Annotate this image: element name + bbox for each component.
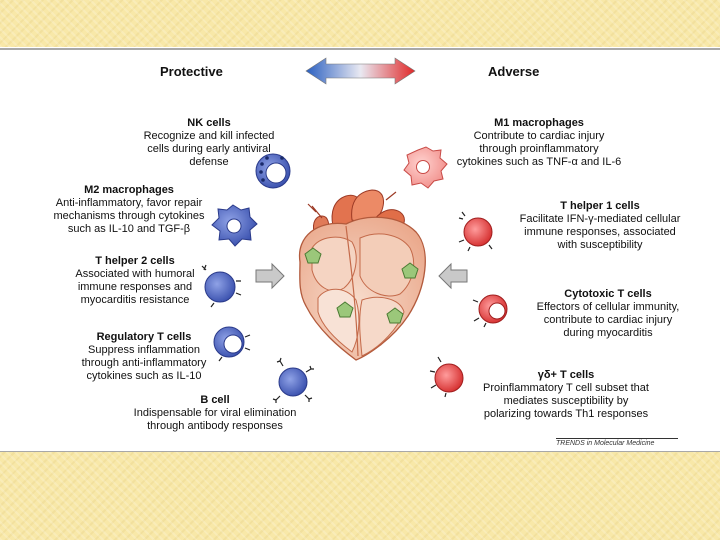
th2-cells-line-3: myocarditis resistance bbox=[80, 294, 190, 306]
cytotoxic-t-cell-icon bbox=[472, 294, 508, 328]
treg-cells-title: Regulatory T cells bbox=[96, 331, 192, 343]
source-label: TRENDS in Molecular Medicine bbox=[556, 440, 655, 447]
m2-macrophages-line-2: mechanisms through cytokines bbox=[53, 210, 205, 222]
gamma-delta-t-cells-line-2: mediates susceptibility by bbox=[503, 395, 629, 407]
th2-cells-line-2: immune responses and bbox=[77, 281, 193, 293]
divider-top bbox=[0, 48, 720, 50]
cytotoxic-t-cells-title: Cytotoxic T cells bbox=[564, 288, 652, 300]
treg-cells-line-2: through anti-inflammatory bbox=[81, 357, 207, 369]
th1-cells-title: T helper 1 cells bbox=[560, 200, 640, 212]
nk-cells-label: NK cells Recognize and kill infected cel… bbox=[120, 117, 298, 169]
virus-icon bbox=[336, 301, 354, 318]
m2-macrophages-line-1: Anti-inflammatory, favor repair bbox=[55, 197, 203, 209]
th1-cells-line-3: with susceptibility bbox=[557, 239, 643, 251]
treg-cells-label: Regulatory T cells Suppress inflammation… bbox=[60, 331, 228, 383]
m2-macrophage-icon bbox=[211, 204, 258, 247]
decorative-band-top bbox=[0, 0, 720, 47]
cytotoxic-t-cells-label: Cytotoxic T cells Effectors of cellular … bbox=[510, 288, 706, 340]
protective-heading: Protective bbox=[160, 64, 223, 79]
treg-cells-line-3: cytokines such as IL-10 bbox=[86, 370, 202, 382]
virus-icon bbox=[401, 262, 419, 279]
treg-cell-icon bbox=[213, 326, 251, 362]
b-cell-line-2: through antibody responses bbox=[147, 420, 283, 432]
nk-cell-icon bbox=[255, 153, 291, 189]
m2-macrophages-title: M2 macrophages bbox=[84, 184, 174, 196]
b-cell-line-1: Indispensable for viral elimination bbox=[133, 407, 297, 419]
th2-cells-line-1: Associated with humoral bbox=[75, 268, 195, 280]
cytotoxic-t-cells-line-3: during myocarditis bbox=[563, 327, 653, 339]
m1-macrophages-label: M1 macrophages Contribute to cardiac inj… bbox=[444, 117, 634, 169]
gray-arrow-left-icon bbox=[255, 262, 285, 290]
m2-macrophages-line-3: such as IL-10 and TGF-β bbox=[67, 223, 191, 235]
gray-arrow-right-icon bbox=[438, 262, 468, 290]
nk-cells-title: NK cells bbox=[187, 117, 231, 129]
cytotoxic-t-cells-line-1: Effectors of cellular immunity, bbox=[536, 301, 680, 313]
th1-cell-icon bbox=[458, 211, 493, 252]
th2-cells-label: T helper 2 cells Associated with humoral… bbox=[50, 255, 220, 307]
adverse-heading: Adverse bbox=[488, 64, 540, 79]
gamma-delta-t-cells-line-1: Proinflammatory T cell subset that bbox=[483, 382, 649, 394]
m1-macrophages-line-3: cytokines such as TNF-α and IL-6 bbox=[456, 156, 622, 168]
m1-macrophages-title: M1 macrophages bbox=[494, 117, 584, 129]
gamma-delta-t-cell-icon bbox=[429, 356, 464, 398]
m1-macrophages-line-1: Contribute to cardiac injury bbox=[473, 130, 605, 142]
th1-cells-line-1: Facilitate IFN-γ-mediated cellular bbox=[519, 213, 681, 225]
gamma-delta-t-cells-title: γδ+ T cells bbox=[537, 369, 595, 381]
virus-icon bbox=[386, 307, 404, 324]
b-cell-icon bbox=[272, 357, 314, 403]
m2-macrophages-label: M2 macrophages Anti-inflammatory, favor … bbox=[40, 184, 218, 236]
double-arrow-icon bbox=[305, 57, 416, 85]
heart-icon bbox=[298, 189, 426, 361]
virus-icon bbox=[304, 247, 322, 264]
decorative-band-bottom bbox=[0, 452, 720, 540]
cytotoxic-t-cells-line-2: contribute to cardiac injury bbox=[543, 314, 673, 326]
th1-cells-label: T helper 1 cells Facilitate IFN-γ-mediat… bbox=[500, 200, 700, 252]
nk-cells-line-3: defense bbox=[189, 156, 229, 168]
source-rule bbox=[556, 438, 678, 439]
gamma-delta-t-cells-line-3: polarizing towards Th1 responses bbox=[483, 408, 649, 420]
b-cell-label: B cell Indispensable for viral eliminati… bbox=[112, 394, 318, 433]
th2-cell-icon bbox=[201, 264, 242, 308]
b-cell-title: B cell bbox=[200, 394, 230, 406]
m1-macrophages-line-2: through proinflammatory bbox=[479, 143, 599, 155]
treg-cells-line-1: Suppress inflammation bbox=[88, 344, 200, 356]
th1-cells-line-2: immune responses, associated bbox=[524, 226, 676, 238]
gamma-delta-t-cells-label: γδ+ T cells Proinflammatory T cell subse… bbox=[466, 369, 666, 421]
th2-cells-title: T helper 2 cells bbox=[95, 255, 175, 267]
nk-cells-line-2: cells during early antiviral bbox=[147, 143, 271, 155]
m1-macrophage-icon bbox=[403, 146, 448, 189]
nk-cells-line-1: Recognize and kill infected bbox=[143, 130, 275, 142]
